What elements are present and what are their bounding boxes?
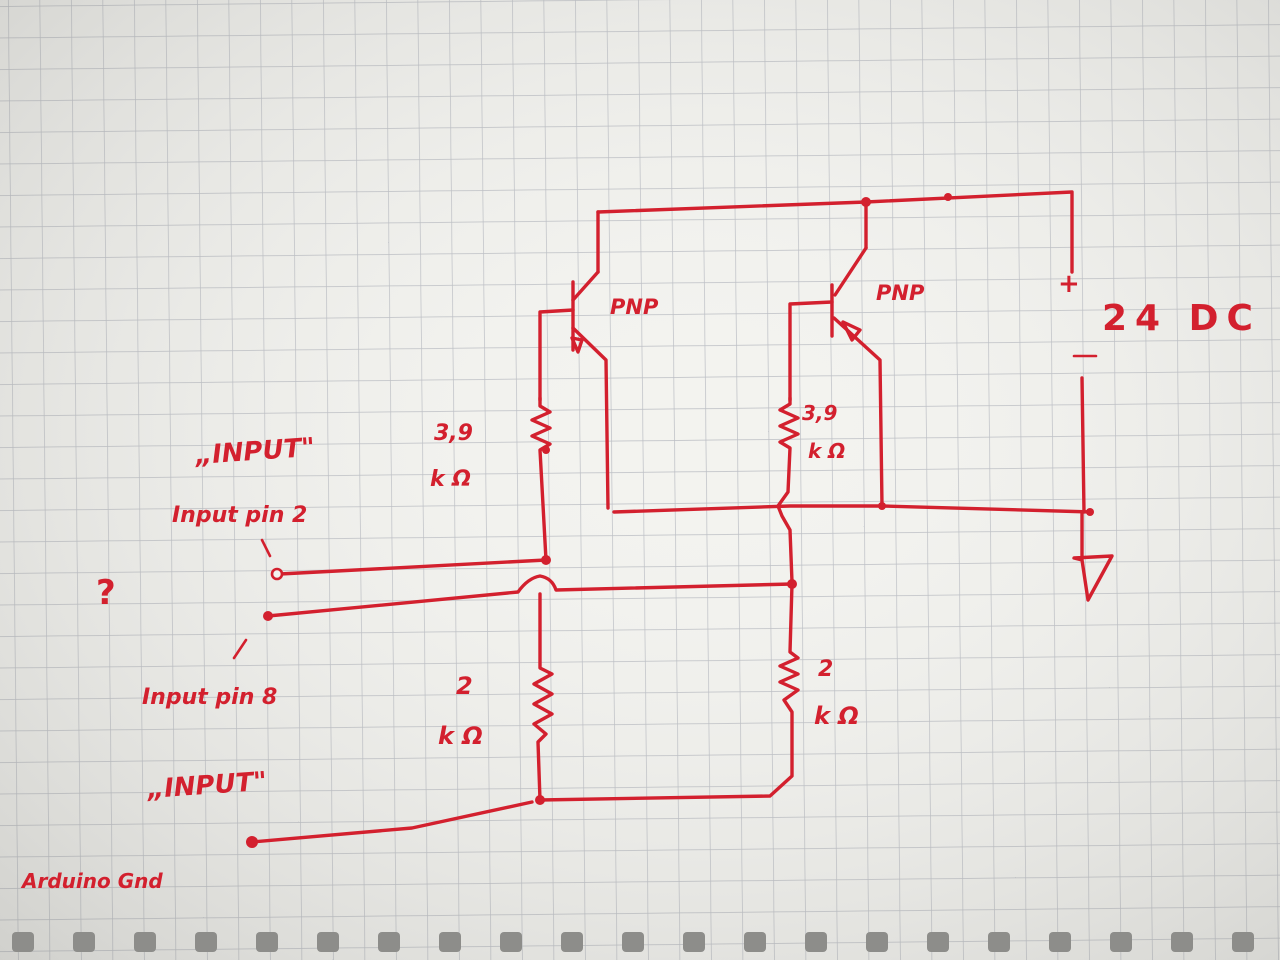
resistor-top-right <box>776 396 800 584</box>
binding-hole <box>988 932 1010 952</box>
label-supply-plus: + <box>1058 269 1080 299</box>
binding-hole <box>12 932 34 952</box>
label-r-top-right-value: 3,9 <box>802 401 838 425</box>
resistor-end-dot <box>542 446 550 454</box>
leader-pin-2 <box>260 538 272 558</box>
binding-hole <box>134 932 156 952</box>
binding-hole <box>378 932 400 952</box>
binding-hole <box>1232 932 1254 952</box>
resistor-bottom-right <box>538 582 800 802</box>
label-r-bottom-left-value: 2 <box>456 672 473 700</box>
leader-pin-8 <box>232 638 248 660</box>
wire-top-rail <box>596 190 1074 274</box>
binding-hole <box>744 932 766 952</box>
binding-hole <box>500 932 522 952</box>
binding-hole <box>317 932 339 952</box>
binding-hole <box>256 932 278 952</box>
wire-ground-rail <box>612 504 1094 514</box>
binding-hole <box>1110 932 1132 952</box>
junction-ground <box>1086 508 1094 516</box>
junction-input-2 <box>541 555 551 565</box>
binding-hole <box>866 932 888 952</box>
label-r-top-right-unit: k Ω <box>808 439 845 463</box>
binding-holes <box>12 932 1254 952</box>
label-input-pin-8: Input pin 8 <box>142 685 277 710</box>
binding-hole <box>927 932 949 952</box>
wire-input-pin-8 <box>266 574 794 618</box>
junction-gnd <box>535 795 545 805</box>
binding-hole <box>561 932 583 952</box>
binding-hole <box>1049 932 1071 952</box>
junction-collector-right <box>878 502 886 510</box>
wire-supply-minus <box>1080 376 1086 514</box>
pnp-transistor-left <box>538 270 610 510</box>
resistor-bottom-left <box>532 592 554 802</box>
binding-hole <box>439 932 461 952</box>
label-pnp-left: PNP <box>610 295 659 319</box>
junction-input-8 <box>787 579 797 589</box>
label-r-bottom-left-unit: k Ω <box>438 722 483 750</box>
binding-hole <box>622 932 644 952</box>
wire-input-pin-2 <box>278 558 548 576</box>
binding-hole <box>195 932 217 952</box>
binding-hole <box>683 932 705 952</box>
binding-hole <box>1171 932 1193 952</box>
label-r-top-left-unit: k Ω <box>430 467 471 492</box>
junction-top <box>861 197 871 207</box>
terminal-arduino-gnd <box>246 836 258 848</box>
ground-symbol <box>1072 510 1114 602</box>
junction-top-right <box>944 193 952 201</box>
wire-arduino-gnd <box>250 800 534 844</box>
terminal-input-pin-8 <box>263 611 273 621</box>
label-pnp-right: PNP <box>876 281 925 305</box>
label-r-top-left-value: 3,9 <box>434 421 473 446</box>
label-r-bottom-right-value: 2 <box>818 657 833 682</box>
binding-hole <box>805 932 827 952</box>
label-supply-24dc: 24 DC <box>1102 298 1261 339</box>
label-question-mark: ? <box>96 573 116 613</box>
terminal-input-pin-2 <box>270 567 284 581</box>
pnp-transistor-right <box>788 246 884 508</box>
label-input-pin-2: Input pin 2 <box>172 503 307 528</box>
label-r-bottom-right-unit: k Ω <box>814 702 859 730</box>
binding-hole <box>73 932 95 952</box>
label-arduino-gnd: Arduino Gnd <box>20 869 163 893</box>
